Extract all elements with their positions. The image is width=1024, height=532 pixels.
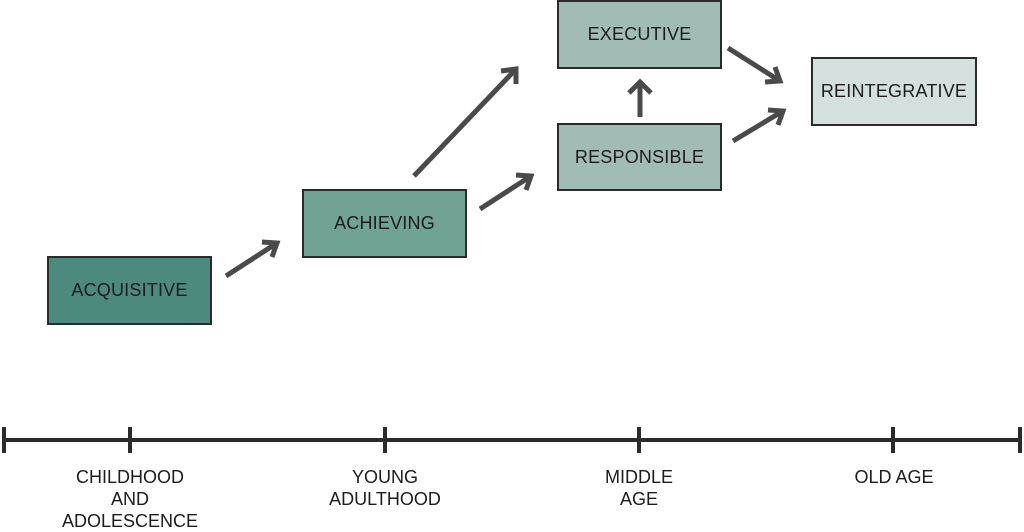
arrow-responsible-to-reintegrative [731,107,787,144]
arrow-achieving-to-responsible [478,172,535,212]
timeline-label-middle-age: MIDDLE AGE [604,467,673,509]
timeline-axis [2,427,1022,453]
stage-achieving: ACHIEVING [302,189,467,258]
timeline-label-young-adulthood: YOUNG ADULTHOOD [329,467,441,509]
arrow-acquisitive-to-achieving [224,239,281,279]
stage-responsible-label: RESPONSIBLE [574,146,705,167]
timeline-label-childhood: CHILDHOOD AND ADOLESCENCE [61,467,199,531]
stage-executive: EXECUTIVE [557,0,722,69]
arrow-executive-to-reintegrative [726,45,784,85]
stage-responsible: RESPONSIBLE [557,123,722,191]
arrow-achieving-to-executive [412,66,519,178]
stage-acquisitive: ACQUISITIVE [47,256,212,325]
timeline-label-old-age: OLD AGE [854,467,934,487]
stage-reintegrative-label: REINTEGRATIVE [820,81,968,101]
stage-acquisitive-label: ACQUISITIVE [71,280,188,300]
stage-reintegrative: REINTEGRATIVE [811,57,977,126]
arrow-responsible-to-executive [627,78,653,117]
stage-achieving-label: ACHIEVING [334,213,435,233]
stage-executive-label: EXECUTIVE [587,24,692,44]
